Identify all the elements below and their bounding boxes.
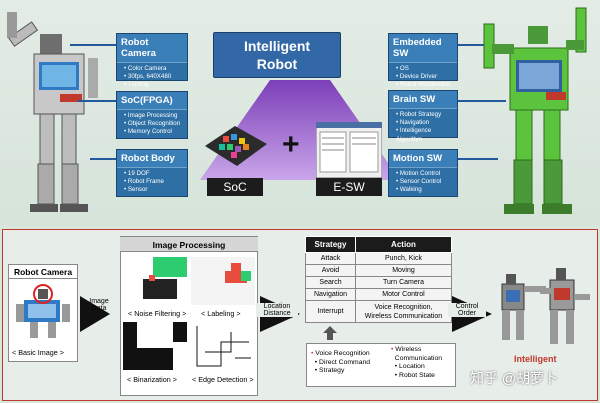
watermark-text: 知乎 @胡萝卜 [470,370,559,386]
soc-chip-image [205,126,267,166]
box-item: Object Recognition [124,120,183,128]
legend-item: • Strategy [311,367,345,374]
connector-line [90,158,116,160]
box-brain-sw: Brain SW Robot Strategy Navigation Intel… [388,90,458,143]
box-title: Embedded SW [389,34,457,63]
input-legend-box: • Voice Recognition • Direct Command • S… [306,343,456,387]
action-cell: Moving [355,264,452,277]
box-title: Brain SW [389,91,457,109]
box-item: Turning [124,81,183,89]
legend-item: • Robot State [391,371,435,379]
binarization-image [123,322,187,370]
legend-left-column: • Voice Recognition • Direct Command • S… [311,350,370,376]
box-title: SoC(FPGA) [117,92,187,110]
connector-line [458,158,498,160]
intelligent-label: Intelligent [514,354,557,364]
strategy-cell: Avoid [305,264,356,277]
header-action: Action [355,236,452,253]
box-item: Intelligence Algorithm [396,127,453,143]
basic-image-label: < Basic Image > [12,348,64,357]
title-text: Intelligent Robot [243,38,311,72]
left-robot-image [7,12,98,212]
box-item: 19 DOF [124,170,183,178]
strategy-cell: Navigation [305,288,356,301]
action-cell: Motor Control [355,288,452,301]
connector-line [70,44,116,46]
box-motion-sw: Motion SW Motion Control Sensor Control … [388,149,458,197]
action-cell: Punch, Kick [355,252,452,265]
connector-line [458,100,506,102]
box-item: Sensor [124,186,183,194]
header-strategy: Strategy [305,236,356,253]
noise-filtering-image [123,257,187,305]
connector-line [78,100,116,102]
legend-item: Communication [394,354,443,362]
box-title: Robot Camera [117,34,187,63]
basic-image-robot [16,284,70,338]
edge-detection-image [191,322,255,370]
control-order-label: Control Order [448,303,486,317]
table-row: Search Turn Camera [305,276,452,289]
labeling-label: < Labeling > [201,309,241,318]
table-row: Navigation Motor Control [305,288,452,301]
strategy-cell: Search [305,276,356,289]
box-title: Motion SW [389,150,457,168]
table-row: Attack Punch, Kick [305,252,452,265]
noise-filtering-label: < Noise Filtering > [128,309,187,318]
box-item: Robot Frame [124,178,183,186]
box-item: Device Driver [396,73,453,81]
box-item: OS [396,65,453,73]
esw-label: E-SW [316,178,382,196]
soc-label: SoC [207,178,263,196]
image-processing-title: Image Processing [120,237,258,252]
strategy-action-table: Strategy Action Attack Punch, Kick Avoid… [305,236,452,323]
legend-right-column: • Wireless Communication • Location • Ro… [391,346,442,380]
esw-screen-image [316,122,382,178]
action-cell: Turn Camera [355,276,452,289]
arrow-image-data [80,296,110,332]
box-title: Robot Body [117,150,187,168]
strategy-cell: Attack [305,252,356,265]
image-data-label: Image Data [89,298,109,312]
box-item: Image Processing [124,112,183,120]
table-row: Avoid Moving [305,264,452,277]
labeling-image [191,257,255,305]
intelligent-robot-title: Intelligent Robot [213,32,341,78]
legend-item: • Voice Recognition [311,350,370,357]
box-item: Robot Middleware [396,81,453,89]
box-item: Robot Strategy [396,111,453,119]
edge-detection-label: < Edge Detection > [192,375,254,384]
table-row: Interrupt Voice Recognition, Wireless Co… [305,300,452,323]
legend-item: • Direct Command [311,358,371,366]
legend-item: • Location [391,363,425,370]
box-item: Navigation [396,119,453,127]
robot-camera-title: Robot Camera [8,265,78,279]
box-soc-fpga: SoC(FPGA) Image Processing Object Recogn… [116,91,188,139]
binarization-label: < Binarization > [127,375,177,384]
right-robot-image [483,7,587,214]
legend-item: • Wireless [391,346,422,353]
box-item: Memory Control [124,128,183,136]
box-robot-camera: Robot Camera Color Camera 30fps, 640X480… [116,33,188,88]
action-cell: Voice Recognition, Wireless Communicatio… [355,300,452,323]
box-item: Color Camera [124,65,183,73]
fighting-robots-image [501,268,590,344]
top-diagram: Robot Camera Color Camera 30fps, 640X480… [0,0,600,226]
box-item: 30fps, 640X480 [124,73,183,81]
location-distance-label: Location Distance [256,303,298,317]
up-arrow-icon [323,326,337,340]
plus-sign: + [282,128,300,161]
box-embedded-sw: Embedded SW OS Device Driver Robot Middl… [388,33,458,88]
box-robot-body: Robot Body 19 DOF Robot Frame Sensor [116,149,188,197]
box-item: Motion Control [396,170,453,178]
strategy-cell: Interrupt [305,300,356,323]
box-item: Sensor Control [396,178,453,186]
box-item: Walking [396,186,453,194]
